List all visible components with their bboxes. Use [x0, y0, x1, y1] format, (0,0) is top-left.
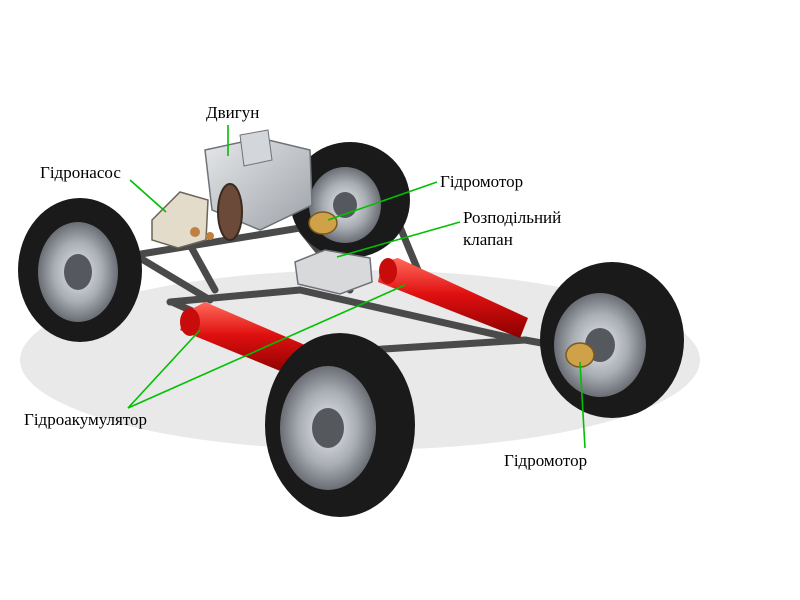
label-valve-line2: клапан: [463, 230, 513, 249]
label-motor-top: Гідромотор: [440, 172, 524, 191]
leader-accumulator-left: [127, 329, 201, 409]
leader-pump: [129, 179, 167, 213]
leader-valve: [336, 221, 461, 258]
hydraulic-pump: [151, 191, 214, 249]
wheel-front-left: [265, 333, 415, 517]
leader-motor-bottom: [579, 361, 586, 449]
engine: [204, 129, 313, 241]
leader-motor-top: [327, 181, 438, 221]
wheel-front-right: [540, 262, 684, 418]
label-accumulator: Гідроакумулятор: [24, 410, 148, 429]
wheel-rear-left: [18, 198, 142, 342]
label-pump: Гідронасос: [40, 163, 121, 182]
accumulator-right: [378, 258, 528, 338]
leader-lines: [127, 125, 586, 449]
leader-accumulator-right: [127, 284, 406, 409]
hydraulic-motor-top: [308, 211, 338, 235]
distribution-valve: [294, 249, 373, 295]
label-engine: Двигун: [206, 103, 260, 122]
accumulator-left: [180, 302, 305, 375]
label-motor-bottom: Гідромотор: [504, 451, 588, 470]
label-valve-line1: Розподільний: [463, 208, 562, 227]
